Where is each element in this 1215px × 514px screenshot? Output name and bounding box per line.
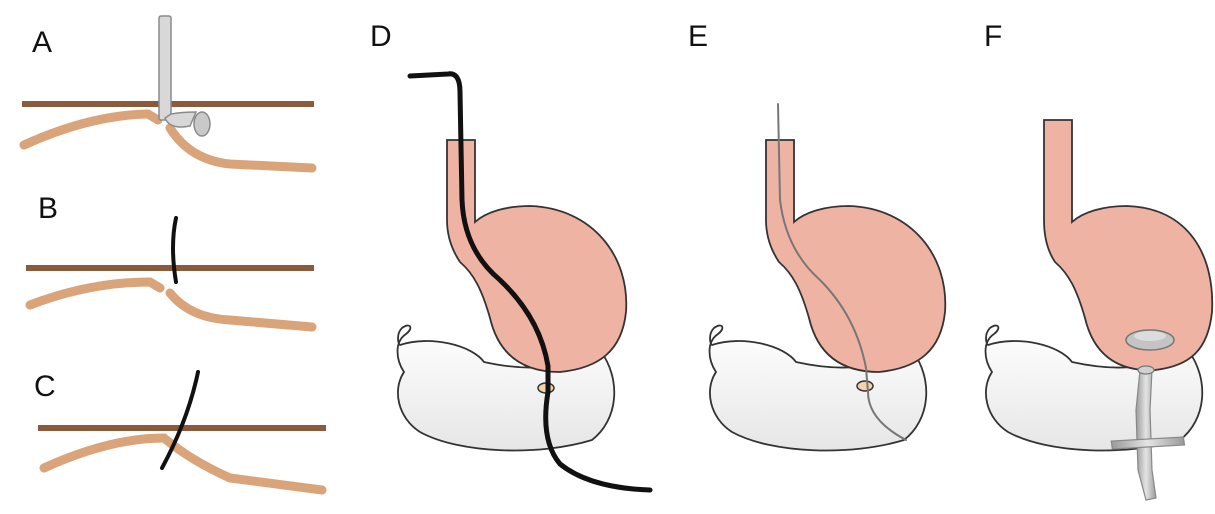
- stent-icon: [1126, 330, 1174, 350]
- gastric-wall: [44, 438, 322, 490]
- panel-a: A: [22, 16, 314, 168]
- panel-c: C: [34, 370, 326, 490]
- panel-c-label: C: [34, 370, 56, 403]
- panel-e: E: [688, 20, 945, 450]
- stomach: [766, 140, 945, 372]
- panel-f-label: F: [984, 20, 1002, 53]
- gastric-wall: [170, 128, 312, 168]
- gastric-wall: [24, 114, 158, 145]
- guidewire-icon: [173, 218, 176, 282]
- panel-e-label: E: [688, 20, 708, 53]
- panel-f: F: [984, 20, 1212, 500]
- stomach: [1044, 120, 1212, 370]
- panel-b-label: B: [38, 192, 58, 225]
- panel-b: B: [26, 192, 314, 327]
- panel-d: D: [370, 20, 650, 490]
- panel-d-label: D: [370, 20, 392, 53]
- anastomosis-site: [857, 381, 873, 391]
- gastric-wall: [170, 293, 312, 327]
- panel-a-label: A: [32, 26, 52, 59]
- gastric-wall: [30, 282, 160, 305]
- stomach: [447, 140, 626, 372]
- stent-icon: [159, 16, 210, 136]
